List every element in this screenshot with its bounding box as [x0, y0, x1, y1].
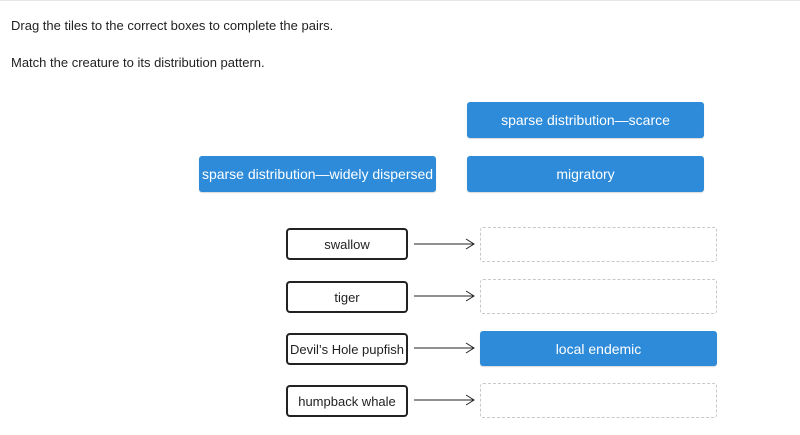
drop-target-devils-hole-pupfish[interactable]: local endemic: [480, 331, 717, 366]
creature-swallow: swallow: [286, 228, 408, 260]
instructions-match: Match the creature to its distribution p…: [11, 55, 265, 70]
creature-tiger: tiger: [286, 281, 408, 313]
arrow-right-icon: [414, 394, 475, 406]
drop-target-humpback-whale[interactable]: [480, 383, 717, 418]
arrow-right-icon: [414, 290, 475, 302]
top-divider: [0, 0, 800, 1]
arrow-right-icon: [414, 238, 475, 250]
tile-migratory[interactable]: migratory: [467, 156, 704, 192]
arrow-right-icon: [414, 342, 475, 354]
creature-devils-hole-pupfish: Devil’s Hole pupfish: [286, 333, 408, 365]
tile-sparse-scarce[interactable]: sparse distribution—scarce: [467, 102, 704, 138]
tile-sparse-widely-dispersed[interactable]: sparse distribution—widely dispersed: [199, 156, 436, 192]
instructions-drag: Drag the tiles to the correct boxes to c…: [11, 18, 334, 33]
drop-target-swallow[interactable]: [480, 227, 717, 262]
creature-humpback-whale: humpback whale: [286, 385, 408, 417]
drop-target-tiger[interactable]: [480, 279, 717, 314]
tile-local-endemic[interactable]: local endemic: [480, 331, 717, 366]
